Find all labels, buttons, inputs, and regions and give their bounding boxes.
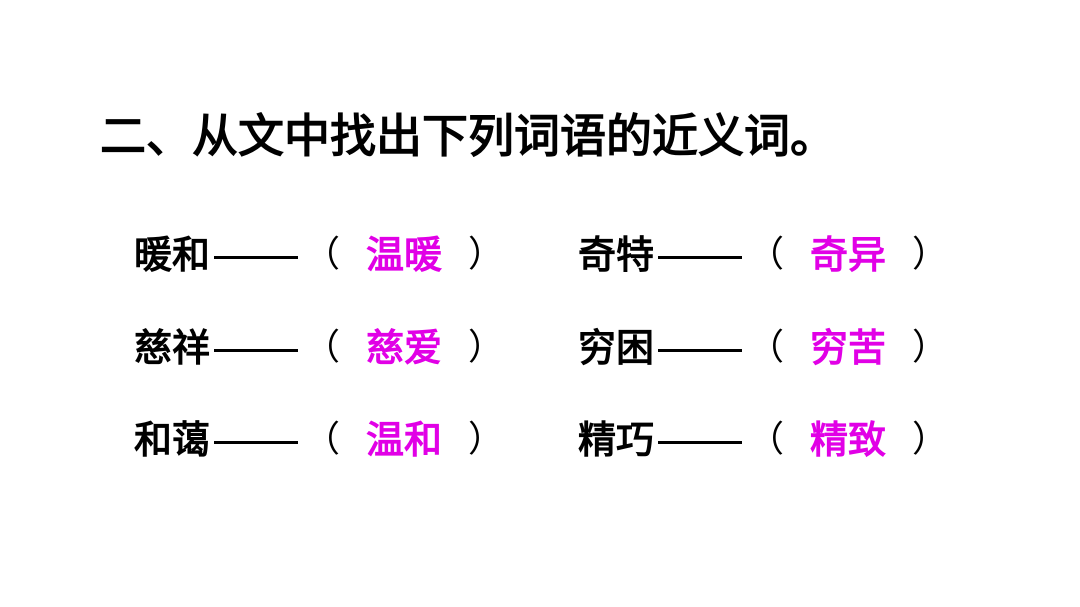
pair-row: 慈祥 （ 慈爱 ）	[134, 323, 504, 373]
pair-dash	[214, 440, 299, 444]
pair-word: 和蔼	[134, 418, 211, 462]
pair-answer: 穷苦	[810, 326, 887, 370]
pair-dash	[658, 440, 743, 444]
close-paren: ）	[468, 234, 505, 275]
pair-answer: 温暖	[366, 233, 443, 277]
open-paren: （	[304, 419, 341, 460]
open-paren: （	[304, 327, 341, 368]
pair-dash	[214, 255, 299, 259]
close-paren: ）	[468, 419, 505, 460]
open-paren: （	[748, 234, 785, 275]
close-paren: ）	[468, 327, 505, 368]
slide-title: 二、从文中找出下列词语的近义词。	[100, 109, 836, 163]
pair-row: 和蔼 （ 温和 ）	[134, 415, 504, 465]
pair-word: 精巧	[578, 418, 655, 462]
pair-row: 穷困 （ 穷苦 ）	[578, 323, 948, 373]
pair-answer: 温和	[366, 418, 443, 462]
close-paren: ）	[912, 419, 949, 460]
open-paren: （	[748, 327, 785, 368]
pair-word: 奇特	[578, 233, 655, 277]
pair-answer: 奇异	[810, 233, 887, 277]
pair-row: 暖和 （ 温暖 ）	[134, 230, 504, 280]
pair-word: 穷困	[578, 326, 655, 370]
pair-dash	[658, 348, 743, 352]
pair-word: 慈祥	[134, 326, 211, 370]
pair-word: 暖和	[134, 233, 211, 277]
open-paren: （	[304, 234, 341, 275]
pair-row: 精巧 （ 精致 ）	[578, 415, 948, 465]
pair-answer: 精致	[810, 418, 887, 462]
pair-answer: 慈爱	[366, 326, 443, 370]
close-paren: ）	[912, 327, 949, 368]
open-paren: （	[748, 419, 785, 460]
close-paren: ）	[912, 234, 949, 275]
pair-dash	[658, 255, 743, 259]
pair-dash	[214, 348, 299, 352]
pair-row: 奇特 （ 奇异 ）	[578, 230, 948, 280]
